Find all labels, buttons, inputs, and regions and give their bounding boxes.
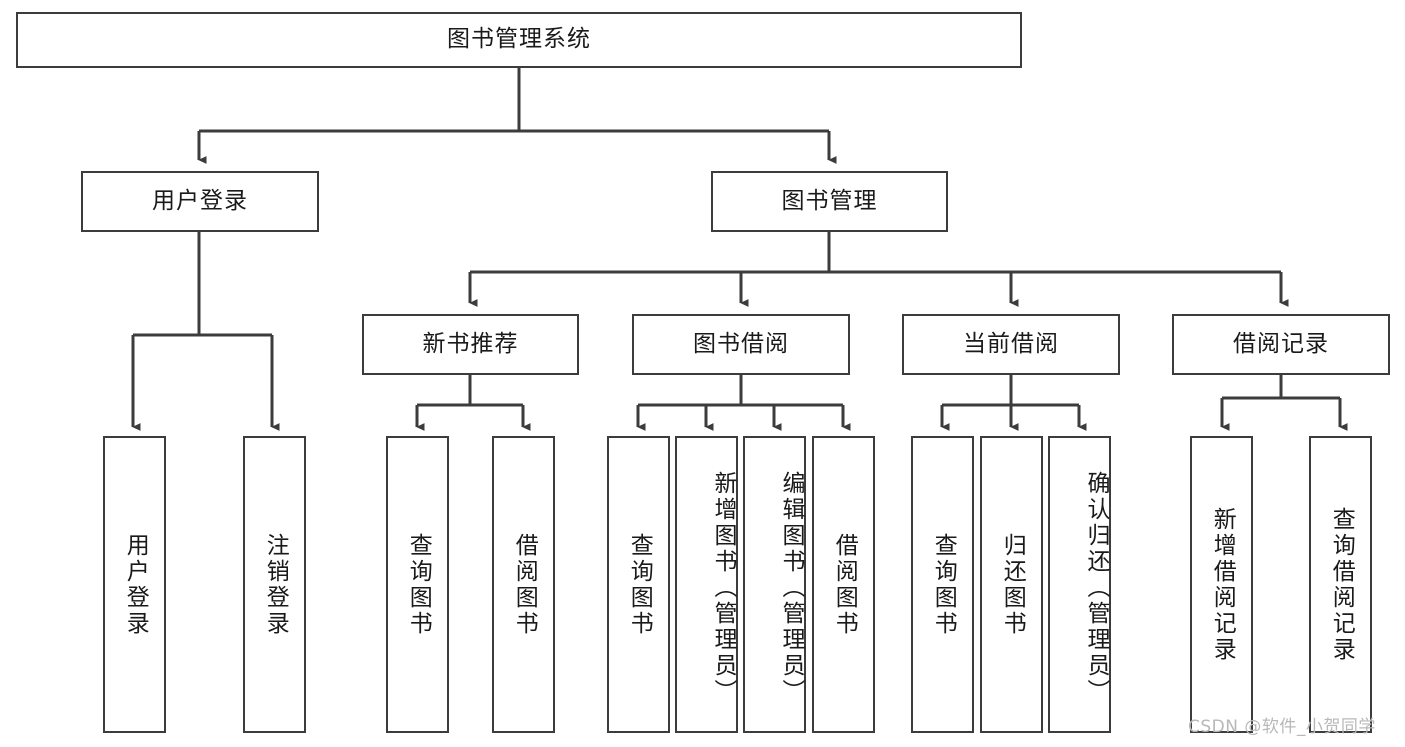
leaf-user-login-signin[interactable]: 用户登录 [103,436,166,733]
node-label: 查询图书 [626,532,653,637]
node-label: 编辑图书（管理员） [778,470,804,705]
node-label: 图书借阅 [693,330,789,357]
node-label: 借阅记录 [1233,330,1329,357]
node-label: 借阅图书 [831,532,858,637]
node-root-system[interactable]: 图书管理系统 [16,12,1022,68]
node-label: 确认归还（管理员） [1083,470,1109,705]
node-new-book-recommend[interactable]: 新书推荐 [362,314,579,375]
node-book-management[interactable]: 图书管理 [711,171,948,232]
node-user-login[interactable]: 用户登录 [81,171,319,232]
node-label: 查询借阅记录 [1328,506,1355,663]
leaf-borrow-record-add[interactable]: 新增借阅记录 [1190,436,1253,733]
node-label: 新增借阅记录 [1209,506,1236,663]
node-label: 当前借阅 [963,330,1059,357]
node-label: 用户登录 [152,187,248,214]
node-label: 图书管理 [781,187,878,214]
leaf-current-borrow-confirm-return[interactable]: 确认归还（管理员） [1048,436,1111,733]
leaf-book-borrow-add[interactable]: 新增图书（管理员） [675,436,738,733]
node-label: 归还图书 [999,532,1026,637]
leaf-book-borrow-query[interactable]: 查询图书 [607,436,670,733]
watermark: CSDN @软件_小贺同学 [1188,717,1376,737]
leaf-user-login-signout[interactable]: 注销登录 [243,436,306,733]
leaf-borrow-record-query[interactable]: 查询借阅记录 [1309,436,1372,733]
node-label: 注销登录 [262,532,289,637]
leaf-new-book-borrow[interactable]: 借阅图书 [492,436,555,733]
leaf-book-borrow-borrow[interactable]: 借阅图书 [812,436,875,733]
node-label: 用户登录 [122,532,149,637]
leaf-current-borrow-return[interactable]: 归还图书 [980,436,1043,733]
node-label: 借阅图书 [511,532,538,637]
node-label: 新书推荐 [422,330,519,357]
leaf-book-borrow-edit[interactable]: 编辑图书（管理员） [743,436,806,733]
leaf-new-book-query[interactable]: 查询图书 [386,436,449,733]
node-label: 图书管理系统 [447,26,591,53]
node-book-borrow[interactable]: 图书借阅 [632,314,850,375]
leaf-current-borrow-query[interactable]: 查询图书 [911,436,974,733]
node-current-borrow[interactable]: 当前借阅 [902,314,1120,375]
node-borrow-record[interactable]: 借阅记录 [1172,314,1390,375]
node-label: 查询图书 [405,532,432,637]
node-label: 查询图书 [930,532,957,637]
node-label: 新增图书（管理员） [710,470,736,705]
